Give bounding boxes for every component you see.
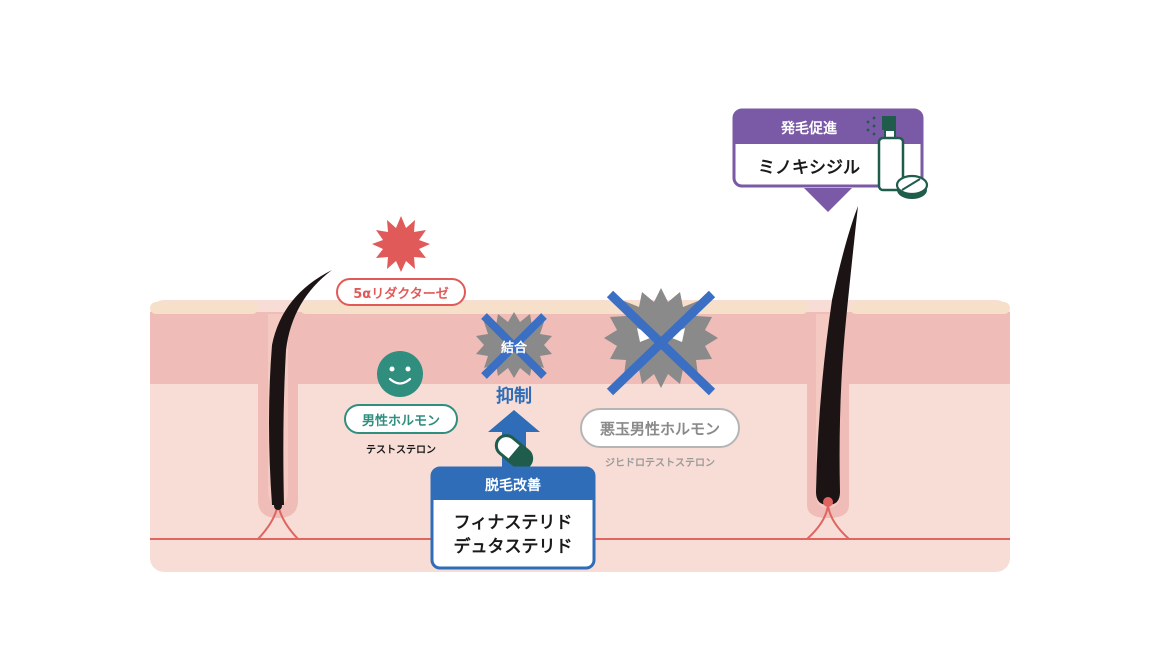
testosterone-sub-label: テストステロン bbox=[366, 445, 436, 456]
enzyme-label: 5αリダクターゼ bbox=[336, 278, 466, 306]
enzyme-label-text: 5αリダクターゼ bbox=[353, 286, 449, 302]
bound-text: 結合 bbox=[500, 341, 527, 356]
finasteride-box bbox=[430, 466, 596, 570]
finasteride-names: フィナステリド デュタステリド bbox=[432, 504, 594, 566]
finasteride-header: 脱毛改善 bbox=[485, 478, 541, 494]
left-hair-follicle bbox=[257, 270, 332, 540]
dutasteride-name: デュタステリド bbox=[453, 537, 573, 557]
right-hair-follicle bbox=[806, 206, 858, 540]
minoxidil-name: ミノキシジル bbox=[758, 157, 860, 178]
capsule-icon bbox=[494, 434, 534, 470]
right-hair-strand bbox=[816, 206, 858, 505]
enzyme-burst-icon bbox=[372, 216, 430, 272]
tablet-icon bbox=[895, 174, 929, 199]
suppress-label: 抑制 bbox=[496, 386, 532, 407]
angry-virus-icon bbox=[604, 288, 718, 396]
testosterone-label: 男性ホルモン bbox=[344, 404, 458, 434]
bound-complex-icon bbox=[476, 312, 552, 379]
minoxidil-header: 発毛促進 bbox=[781, 121, 837, 137]
skin-surface-segment bbox=[850, 302, 1010, 314]
minoxidil-down-arrow bbox=[804, 188, 852, 212]
left-hair-strand bbox=[269, 270, 332, 505]
testosterone-label-text: 男性ホルモン bbox=[361, 413, 440, 429]
finasteride-name: フィナステリド bbox=[453, 513, 573, 533]
spray-bottle-icon bbox=[866, 116, 905, 192]
dht-label: 悪玉男性ホルモン bbox=[580, 408, 740, 448]
dht-sub-label: ジヒドロテストステロン bbox=[605, 458, 715, 469]
dht-label-text: 悪玉男性ホルモン bbox=[599, 419, 720, 438]
skin-surface-segment bbox=[150, 302, 258, 314]
smile-face-icon bbox=[377, 351, 423, 397]
